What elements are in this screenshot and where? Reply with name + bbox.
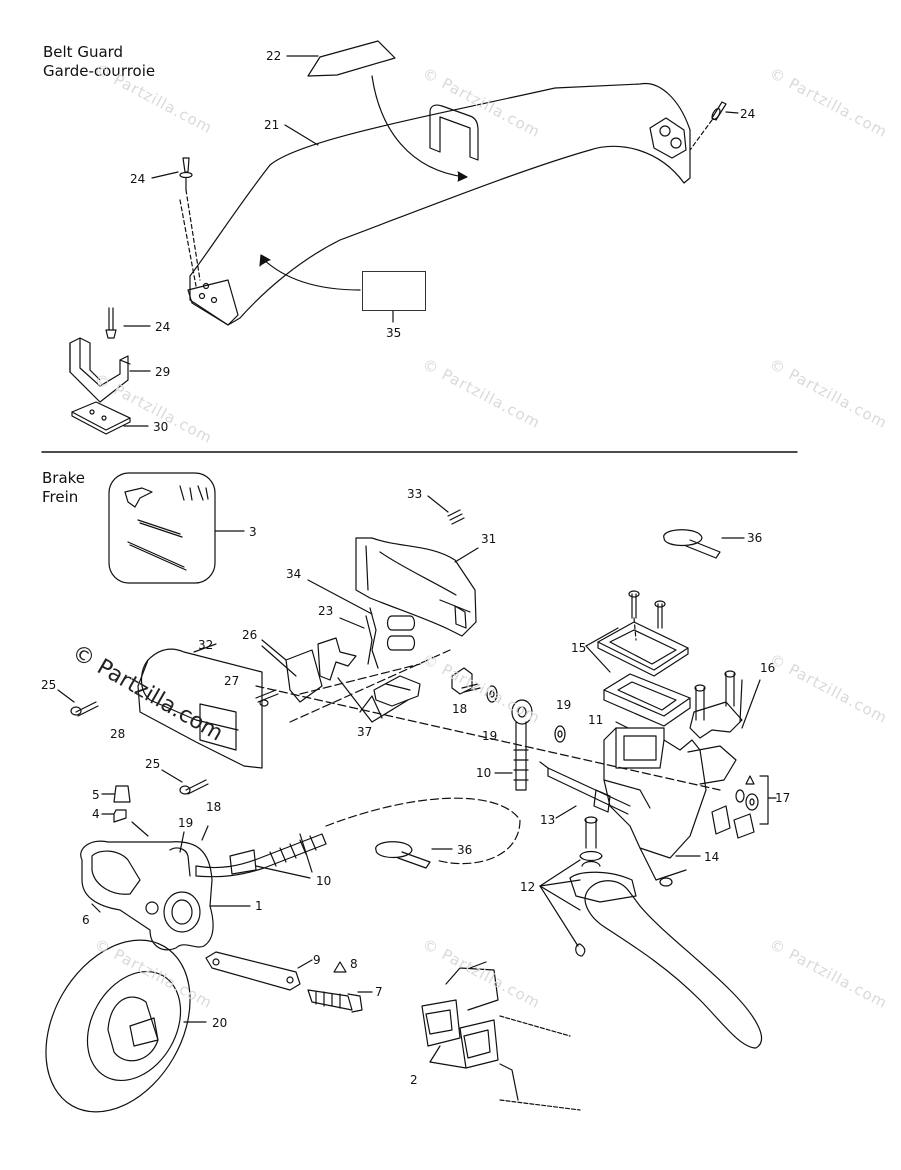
callout-20: 20 [212, 1016, 228, 1030]
clips-23 [386, 615, 416, 631]
bracket-37 [373, 675, 421, 707]
screw-25a [75, 701, 99, 717]
callout-19: 19 [178, 816, 194, 830]
arrow-22 [371, 75, 466, 178]
leader-21 [284, 124, 319, 146]
bolt-7 [307, 989, 353, 1011]
section-title-brake: Brake Frein [42, 469, 85, 507]
cover-31 [355, 537, 477, 637]
callout-11: 11 [588, 713, 604, 727]
callout-24: 24 [130, 172, 146, 186]
cover-32 [137, 648, 263, 769]
callout-28: 28 [110, 727, 126, 741]
callout-2: 2 [410, 1073, 418, 1087]
callout-36: 36 [747, 531, 763, 545]
callout-18: 18 [452, 702, 468, 716]
master-cylinder-11 [603, 727, 707, 859]
callout-36: 36 [457, 843, 473, 857]
hose-10 [195, 833, 327, 878]
callout-18: 18 [206, 800, 222, 814]
callout-12: 12 [520, 880, 536, 894]
callout-16: 16 [760, 661, 776, 675]
callout-37: 37 [357, 725, 373, 739]
bushing-17 [711, 805, 731, 835]
callout-7: 7 [375, 985, 383, 999]
callout-35: 35 [386, 326, 402, 340]
label-box-35 [362, 271, 426, 311]
nut-8 [333, 961, 347, 973]
belt-guard-21 [189, 82, 691, 326]
title-en: Belt Guard [43, 43, 124, 61]
callout-10: 10 [316, 874, 332, 888]
callout-5: 5 [92, 788, 100, 802]
callout-25: 25 [41, 678, 57, 692]
callout-17: 17 [775, 791, 791, 805]
title-en: Brake [42, 469, 86, 487]
callout-33: 33 [407, 487, 423, 501]
washer-19b [554, 725, 566, 743]
lever-12 [584, 880, 762, 1049]
bleeder-4 [113, 809, 127, 823]
callout-19: 19 [556, 698, 572, 712]
diaphragm [603, 673, 691, 717]
plate-26 [285, 649, 323, 703]
disc-20 [45, 939, 191, 1113]
callout-13: 13 [540, 813, 556, 827]
cap-5 [113, 785, 131, 803]
callout-27: 27 [224, 674, 240, 688]
callout-34: 34 [286, 567, 302, 581]
bolt-18 [451, 667, 473, 695]
callout-10: 10 [476, 766, 492, 780]
bracket-9 [205, 951, 301, 991]
callout-21: 21 [264, 118, 280, 132]
callout-30: 30 [153, 420, 169, 434]
rivet-24-left [182, 157, 190, 173]
cable-tie-36a [663, 529, 703, 547]
callout-8: 8 [350, 957, 358, 971]
banjo-10 [511, 699, 533, 725]
washer-19a [486, 685, 498, 703]
title-fr: Garde-courroie [43, 62, 156, 80]
callout-4: 4 [92, 807, 100, 821]
callout-15: 15 [571, 641, 587, 655]
pad-2b [459, 1019, 499, 1069]
callout-31: 31 [481, 532, 497, 546]
decal-22 [307, 40, 396, 77]
callout-23: 23 [318, 604, 334, 618]
plunger-13 [547, 767, 631, 815]
callout-26: 26 [242, 628, 258, 642]
clamp-16 [689, 701, 743, 739]
callout-29: 29 [155, 365, 171, 379]
callout-22: 22 [266, 49, 282, 63]
cable-tie-36b [375, 841, 413, 859]
callout-19: 19 [482, 729, 498, 743]
title-fr: Frein [42, 488, 79, 506]
callout-6: 6 [82, 913, 90, 927]
caliper-1 [80, 840, 214, 951]
pad-2a [421, 999, 461, 1047]
callout-14: 14 [704, 850, 720, 864]
section-title-belt-guard: Belt Guard Garde-courroie [43, 43, 155, 81]
nut [659, 877, 673, 887]
callout-3: 3 [249, 525, 257, 539]
spring-33 [447, 509, 465, 525]
kit-3-box [108, 472, 216, 584]
callout-9: 9 [313, 953, 321, 967]
rivet-24-loose [108, 307, 114, 331]
callout-24: 24 [740, 107, 756, 121]
callout-25: 25 [145, 757, 161, 771]
callout-32: 32 [198, 638, 214, 652]
callout-1: 1 [255, 899, 263, 913]
callout-24: 24 [155, 320, 171, 334]
